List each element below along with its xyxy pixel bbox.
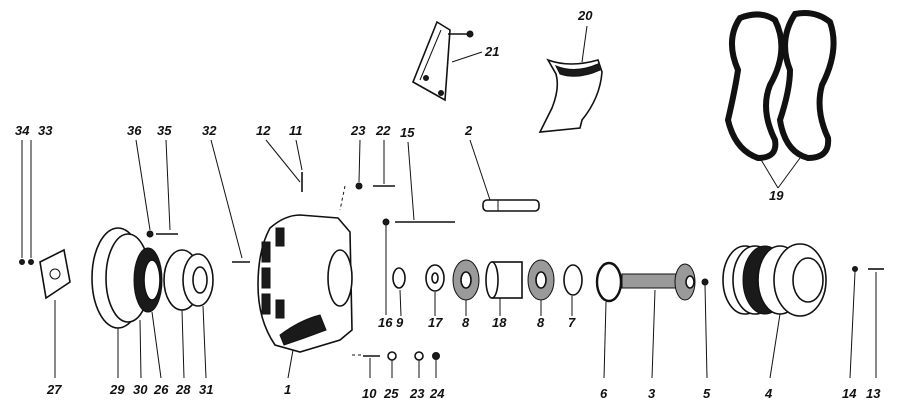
label-20: 20: [577, 8, 593, 23]
label-4: 4: [764, 386, 773, 401]
label-30: 30: [133, 382, 148, 397]
part-5-key: [701, 278, 709, 286]
part-21-bracket: [411, 20, 474, 102]
leader-lines: [21, 25, 877, 379]
label-15: 15: [400, 125, 415, 140]
label-21: 21: [484, 44, 499, 59]
label-8-a: 8: [462, 315, 470, 330]
label-12: 12: [256, 123, 271, 138]
part-4-pulley: [722, 243, 827, 317]
label-3: 3: [648, 386, 656, 401]
label-8-b: 8: [537, 315, 545, 330]
part-29-gear-assembly: [91, 227, 214, 329]
label-10: 10: [362, 386, 377, 401]
label-23-bottom: 23: [409, 386, 425, 401]
label-17: 17: [428, 315, 443, 330]
label-32: 32: [202, 123, 217, 138]
label-29: 29: [109, 382, 125, 397]
label-23-top: 23: [350, 123, 366, 138]
label-6: 6: [600, 386, 608, 401]
label-13: 13: [866, 386, 881, 401]
label-28: 28: [175, 382, 191, 397]
label-35: 35: [157, 123, 172, 138]
part-3-shaft: [621, 263, 696, 301]
label-11: 11: [289, 123, 303, 138]
label-7: 7: [568, 315, 576, 330]
part-6-circlip: [595, 261, 623, 303]
part-1-housing: [257, 214, 353, 353]
label-33: 33: [38, 123, 53, 138]
part-labels: 34 33 36 35 32 12 11 23 22 15 2 21 20 19…: [15, 8, 881, 401]
label-25: 25: [383, 386, 399, 401]
label-26: 26: [153, 382, 169, 397]
part-7-ring: [563, 264, 583, 296]
part-20-shell: [538, 58, 603, 133]
label-18: 18: [492, 315, 507, 330]
label-14: 14: [842, 386, 857, 401]
label-36: 36: [127, 123, 142, 138]
label-5: 5: [703, 386, 711, 401]
part-17-washer: [425, 264, 445, 292]
label-2: 2: [464, 123, 473, 138]
part-27-flange: [39, 248, 71, 300]
label-31: 31: [199, 382, 213, 397]
label-9: 9: [396, 315, 404, 330]
label-19: 19: [769, 188, 784, 203]
part-18-sleeve: [485, 261, 523, 299]
label-27: 27: [46, 382, 62, 397]
part-8-bearing-a: [452, 259, 480, 301]
label-16: 16: [378, 315, 393, 330]
label-22: 22: [375, 123, 391, 138]
part-8-bearing-b: [527, 259, 555, 301]
label-24: 24: [429, 386, 445, 401]
label-1: 1: [284, 382, 291, 397]
part-19-belts: [724, 10, 837, 162]
part-9-ring: [392, 267, 406, 289]
part-2-pin: [482, 199, 540, 212]
label-34: 34: [15, 123, 30, 138]
